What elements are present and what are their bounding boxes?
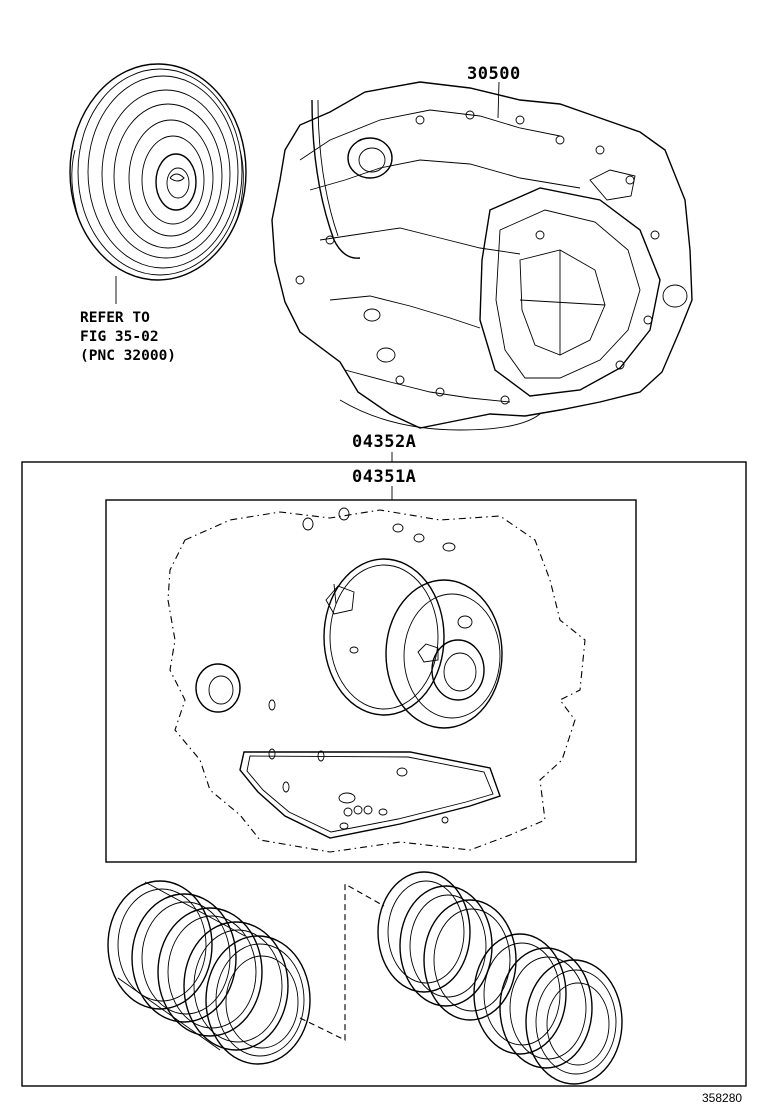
gasket-kit-box [105,499,637,863]
clutch-plates-left-drawing [107,880,311,1065]
gasket-set-drawing [195,507,503,839]
clutch-plates-right-drawing [377,871,623,1085]
part-number-overhaul-kit[interactable]: 04352A [352,432,417,452]
figure-id: 358280 [702,1091,743,1105]
reference-note-line1[interactable]: REFER TO [80,310,150,326]
part-number-gasket-kit[interactable]: 04351A [352,467,417,487]
transaxle-leader [497,81,500,119]
reference-note-line3[interactable]: (PNC 32000) [80,348,177,364]
transaxle-drawing [271,81,693,431]
clutch-stack-guide [299,883,385,1041]
torque-converter-drawing [69,63,247,281]
part-number-transaxle[interactable]: 30500 [467,64,521,84]
reference-note-line2[interactable]: FIG 35-02 [80,329,159,345]
overhaul-kit-box [21,461,747,1087]
